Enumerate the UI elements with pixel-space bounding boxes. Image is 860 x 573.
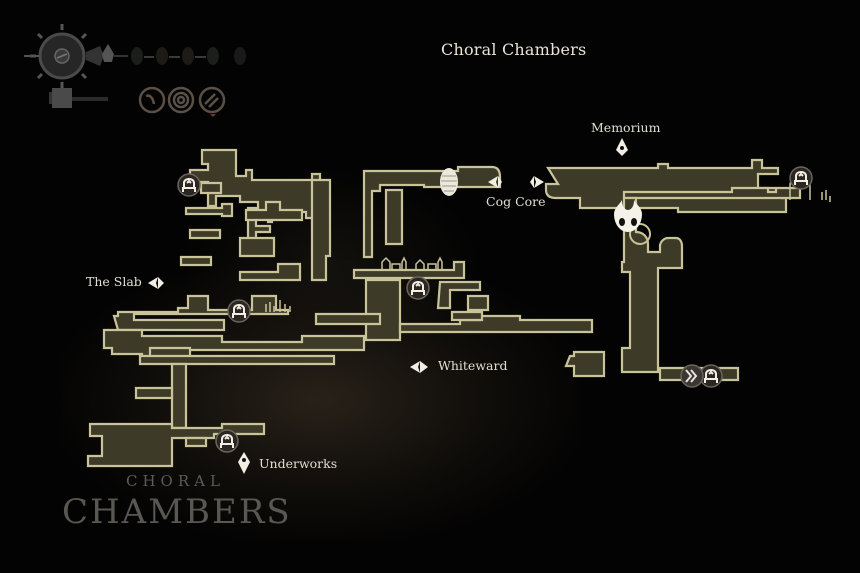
room [244, 200, 304, 222]
tool-slot-3-icon [198, 86, 226, 117]
room [188, 228, 222, 240]
map-rooms[interactable] [86, 148, 802, 468]
room [466, 294, 490, 312]
room [184, 436, 208, 448]
room [450, 310, 484, 322]
room [362, 165, 502, 259]
map-title: Choral Chambers [441, 40, 587, 59]
room [188, 148, 322, 244]
room [102, 328, 366, 360]
hud [24, 24, 246, 117]
room [544, 158, 788, 214]
room [238, 236, 276, 258]
room [112, 294, 290, 332]
health-masks [131, 47, 246, 65]
exit-label-the-slab: The Slab [86, 274, 142, 289]
background-art [60, 260, 580, 540]
room [170, 362, 188, 430]
room [436, 280, 482, 310]
room [364, 278, 402, 342]
tool-slot-2-icon [167, 86, 195, 114]
room [398, 314, 594, 334]
room [179, 255, 213, 267]
silk-spool-icon [49, 88, 108, 108]
room [620, 196, 684, 374]
soul-gauge-icon [24, 24, 128, 88]
tool-slot-1-icon [138, 86, 166, 114]
room [138, 354, 336, 366]
area-name-line2: CHAMBERS [62, 492, 292, 532]
room [658, 366, 740, 382]
room [310, 178, 332, 282]
room [86, 422, 266, 468]
room [134, 386, 174, 400]
room [384, 188, 404, 246]
area-name-line1: CHORAL [126, 472, 225, 490]
exit-label-memorium: Memorium [591, 120, 661, 135]
room [352, 260, 466, 280]
room [238, 262, 302, 282]
room [622, 186, 802, 200]
exit-label-underworks: Underworks [259, 456, 338, 471]
room [314, 312, 382, 326]
room [199, 181, 223, 195]
room [564, 350, 606, 378]
exit-label-whiteward: Whiteward [438, 358, 508, 373]
room [184, 202, 234, 218]
exit-label-cog-core: Cog Core [486, 194, 546, 209]
